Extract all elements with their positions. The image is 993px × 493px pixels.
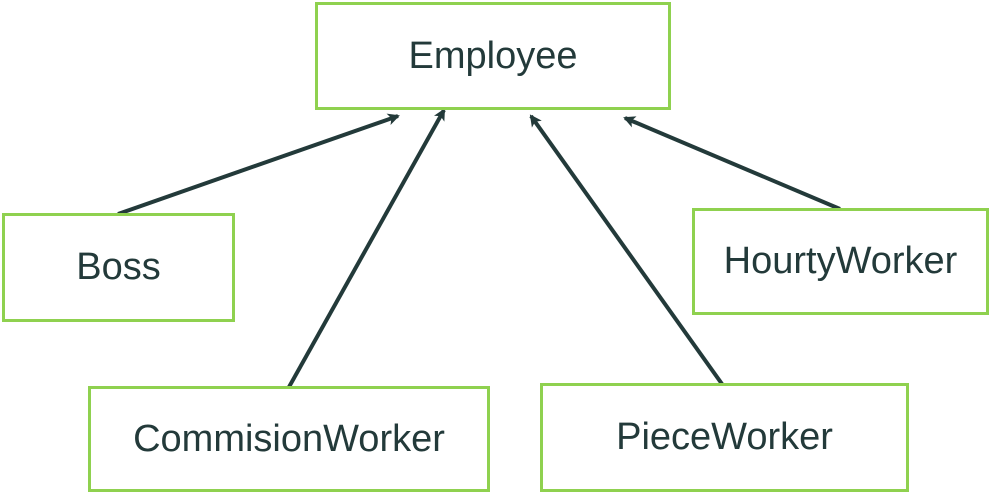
class-box-employee: Employee	[315, 2, 671, 110]
class-box-pieceworker: PieceWorker	[540, 383, 909, 492]
class-box-commisionworker: CommisionWorker	[88, 386, 490, 492]
class-label-hourtyworker: HourtyWorker	[723, 240, 958, 282]
class-box-hourtyworker: HourtyWorker	[692, 208, 989, 315]
class-box-boss: Boss	[2, 213, 235, 322]
arrow-boss-to-employee	[117, 113, 400, 216]
class-label-pieceworker: PieceWorker	[616, 416, 833, 458]
class-label-boss: Boss	[76, 246, 161, 288]
arrow-commisionworker-to-employee	[287, 108, 446, 388]
class-label-employee: Employee	[408, 34, 578, 77]
arrow-pieceworker-to-employee	[529, 114, 724, 386]
class-label-commisionworker: CommisionWorker	[133, 417, 445, 460]
arrow-hourtyworker-to-employee	[623, 116, 841, 211]
